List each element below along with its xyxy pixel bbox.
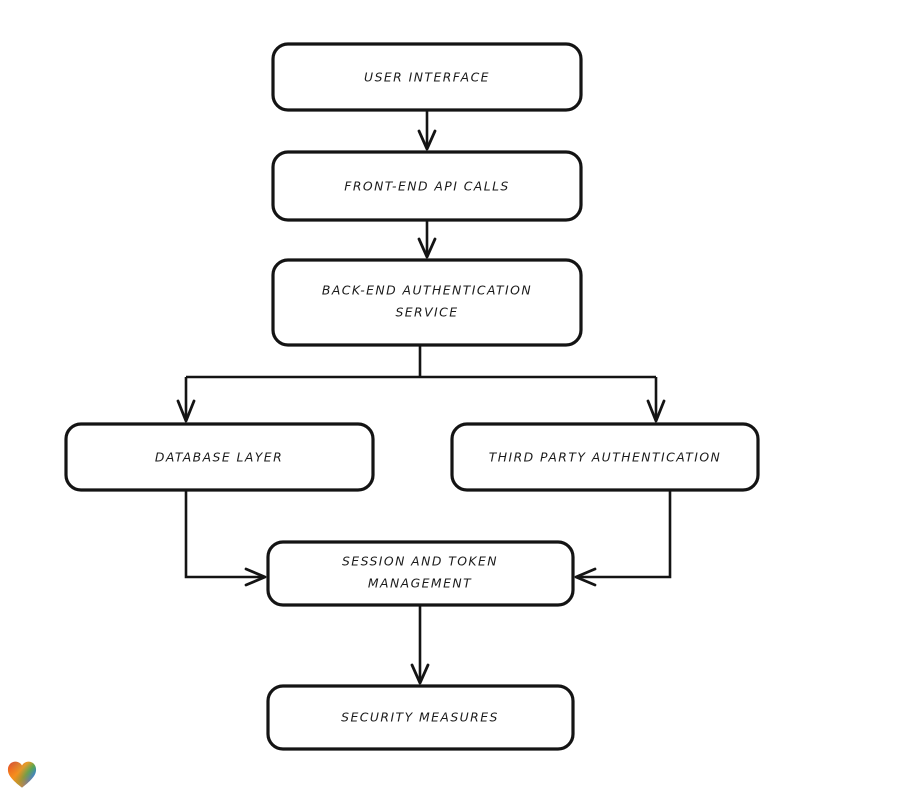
node-third-party-authentication[interactable]: THIRD PARTY AUTHENTICATION [450, 422, 760, 492]
edge-third-party-authentication-to-session-and-token-management [574, 490, 672, 587]
node-session-and-token-management-label-line1: SESSION AND TOKEN [342, 554, 498, 569]
node-database-layer-shape[interactable] [64, 422, 375, 492]
node-session-and-token-management-shape[interactable] [266, 540, 575, 607]
node-back-end-authentication-service-label-line2: SERVICE [395, 305, 458, 320]
node-back-end-authentication-service-label-line1: BACK-END AUTHENTICATION [322, 283, 532, 298]
edge-user-interface-to-front-end-api-calls [417, 110, 437, 151]
node-front-end-api-calls-shape[interactable] [271, 150, 583, 222]
edge-database-layer-to-session-and-token-management [184, 490, 267, 587]
heart-icon [7, 761, 37, 788]
edge-session-and-token-management-to-security-measures [410, 605, 430, 685]
node-database-layer-label: DATABASE LAYER [155, 450, 283, 465]
node-user-interface-shape[interactable] [271, 42, 583, 112]
edge-back-end-to-database-layer [176, 377, 196, 423]
node-back-end-authentication-service-shape[interactable] [271, 258, 583, 347]
node-security-measures-shape[interactable] [266, 684, 575, 751]
node-session-and-token-management-label-line2: MANAGEMENT [368, 576, 472, 591]
node-security-measures[interactable]: SECURITY MEASURES [266, 684, 575, 751]
node-database-layer[interactable]: DATABASE LAYER [64, 422, 375, 492]
node-session-and-token-management[interactable]: SESSION AND TOKEN MANAGEMENT [266, 540, 575, 607]
node-front-end-api-calls[interactable]: FRONT-END API CALLS [271, 150, 583, 222]
node-front-end-api-calls-label: FRONT-END API CALLS [344, 179, 510, 194]
node-user-interface[interactable]: USER INTERFACE [271, 42, 583, 112]
node-security-measures-label: SECURITY MEASURES [341, 710, 499, 725]
edge-back-end-fork [186, 345, 656, 379]
node-third-party-authentication-label: THIRD PARTY AUTHENTICATION [489, 450, 722, 465]
node-user-interface-label: USER INTERFACE [364, 70, 490, 85]
node-third-party-authentication-shape[interactable] [450, 422, 760, 492]
node-back-end-authentication-service[interactable]: BACK-END AUTHENTICATION SERVICE [271, 258, 583, 347]
edge-front-end-api-calls-to-back-end-authentication-service [417, 220, 437, 259]
edge-back-end-to-third-party-authentication [646, 377, 666, 423]
